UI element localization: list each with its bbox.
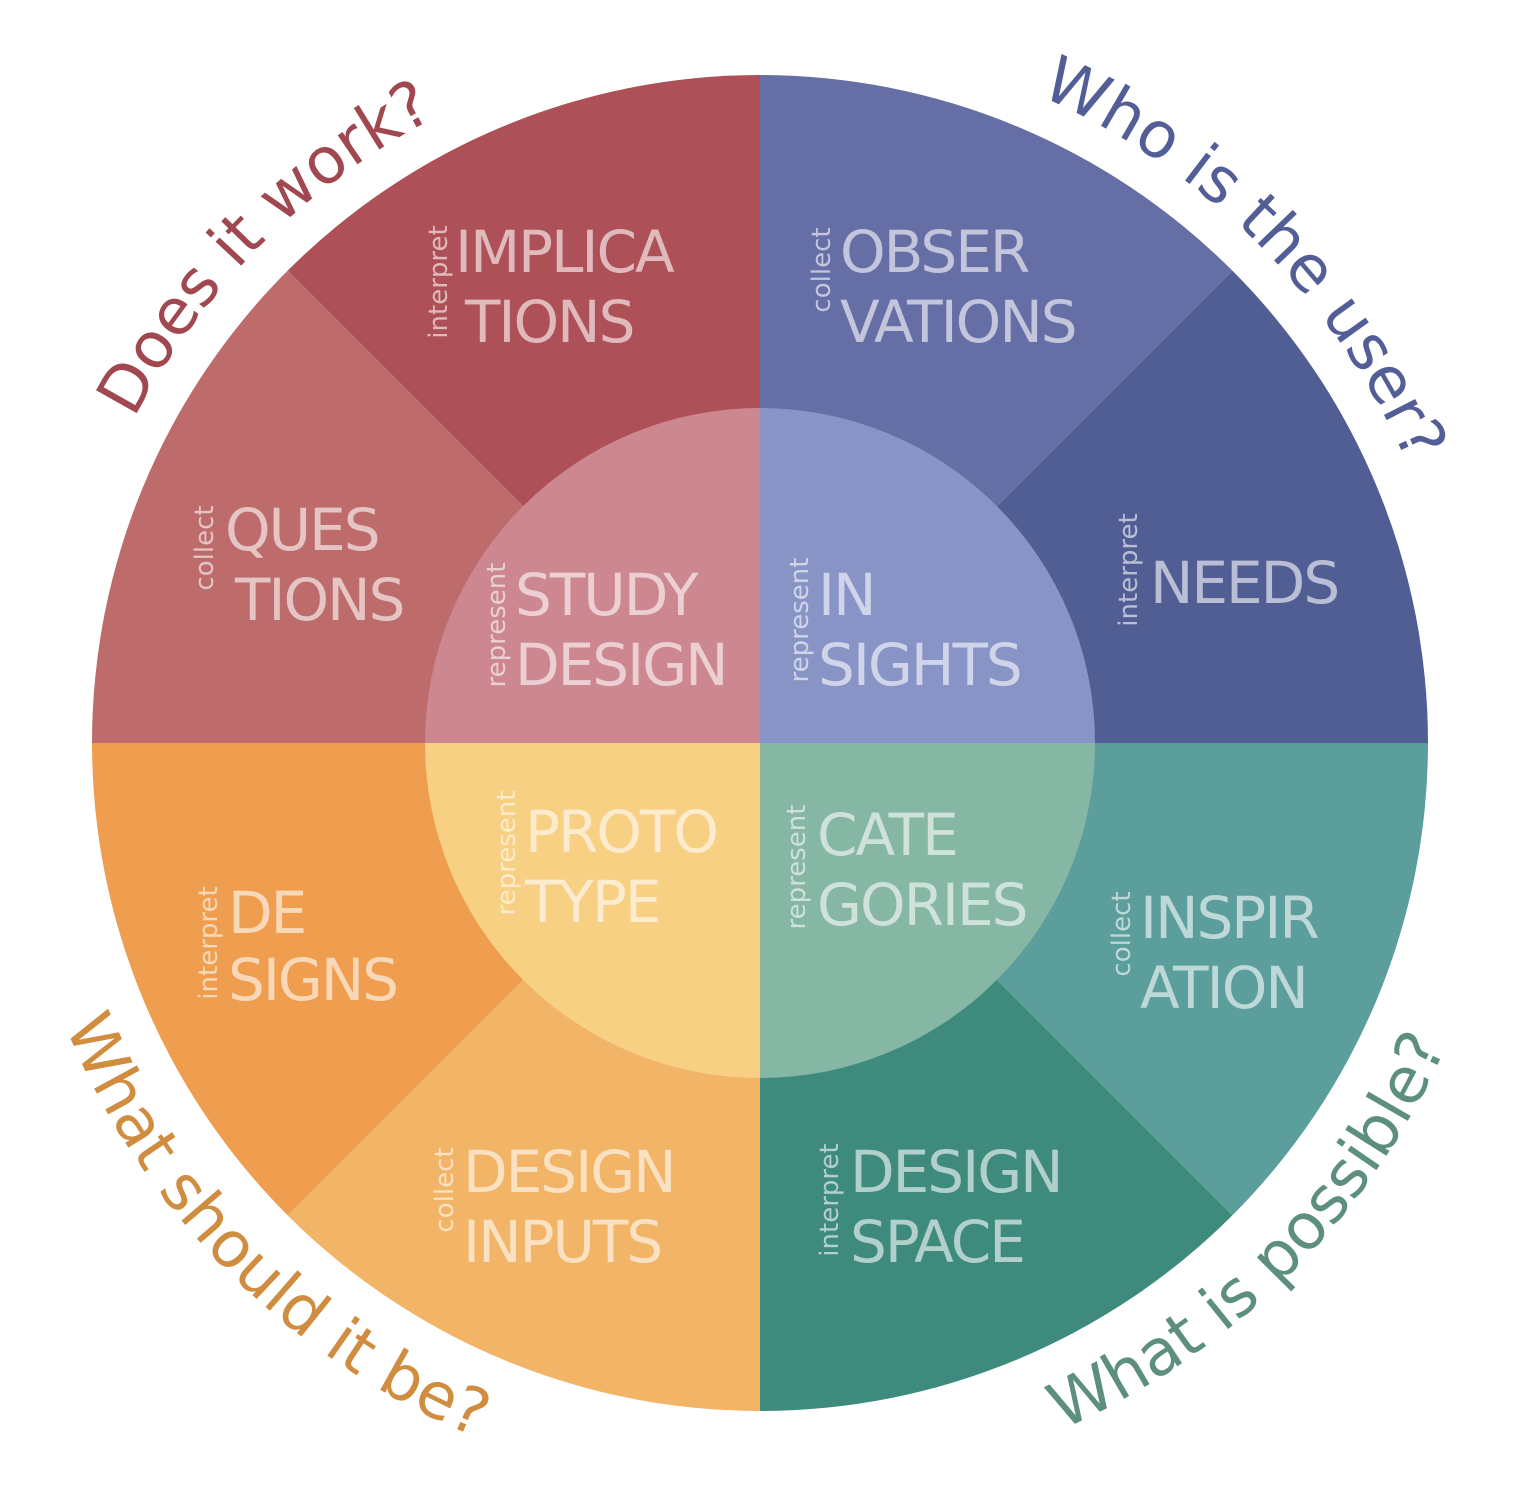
segment-label-inspiration: collect INSPIR ATION bbox=[1107, 884, 1320, 1022]
verb-label: interpret bbox=[815, 1143, 845, 1256]
label-line1: CATE bbox=[817, 801, 957, 869]
label-line2: GORIES bbox=[817, 871, 1026, 939]
label-line2: SIGNS bbox=[228, 946, 397, 1014]
verb-label: represent bbox=[785, 558, 815, 683]
segment-label-needs: interpret NEEDS bbox=[1114, 513, 1340, 626]
verb-label: interpret bbox=[1114, 513, 1144, 626]
label-line1: DE bbox=[228, 879, 305, 947]
label-line1: NEEDS bbox=[1150, 549, 1338, 617]
label-line1: INSPIR bbox=[1140, 884, 1318, 952]
verb-label: interpret bbox=[194, 886, 224, 999]
segment-label-design-space: interpret DESIGN SPACE bbox=[815, 1138, 1064, 1276]
segment-label-observations: collect OBSER VATIONS bbox=[807, 218, 1078, 356]
segment-label-designs: interpret DE SIGNS bbox=[194, 879, 399, 1014]
sector-categories bbox=[760, 743, 1095, 1078]
verb-label: collect bbox=[430, 1147, 460, 1232]
segment-label-insights: represent IN SIGHTS bbox=[785, 558, 1023, 699]
verb-label: represent bbox=[492, 791, 522, 916]
label-line2: ATION bbox=[1140, 954, 1307, 1022]
label-line1: DESIGN bbox=[850, 1138, 1062, 1206]
label-line2: INPUTS bbox=[463, 1208, 661, 1276]
label-line1: STUDY bbox=[515, 561, 699, 629]
label-line1: IN bbox=[818, 561, 875, 629]
label-line2: VATIONS bbox=[840, 288, 1076, 356]
label-line1: OBSER bbox=[840, 218, 1029, 286]
label-line2: SIGHTS bbox=[818, 631, 1021, 699]
label-line1: DESIGN bbox=[463, 1138, 675, 1206]
label-line1: QUES bbox=[225, 496, 379, 564]
verb-label: represent bbox=[782, 805, 812, 930]
inner-circle bbox=[425, 408, 1095, 1078]
verb-label: collect bbox=[1107, 891, 1137, 976]
label-line1: IMPLICA bbox=[455, 218, 675, 286]
verb-label: collect bbox=[190, 505, 220, 590]
verb-label: interpret bbox=[424, 225, 454, 338]
label-line2: TIONS bbox=[464, 288, 633, 356]
label-line2: TYPE bbox=[524, 868, 659, 936]
label-line2: TIONS bbox=[234, 566, 403, 634]
sector-prototype bbox=[425, 743, 760, 1078]
segment-label-design-inputs: collect DESIGN INPUTS bbox=[430, 1138, 677, 1276]
segment-label-prototype: represent PROTO TYPE bbox=[492, 791, 719, 936]
segment-label-categories: represent CATE GORIES bbox=[782, 801, 1028, 939]
verb-label: represent bbox=[482, 563, 512, 688]
sector-insights bbox=[760, 408, 1095, 743]
label-line2: DESIGN bbox=[515, 631, 727, 699]
segment-label-study-design: represent STUDY DESIGN bbox=[482, 561, 729, 699]
sector-study-design bbox=[425, 408, 760, 743]
label-line2: SPACE bbox=[850, 1208, 1024, 1276]
segment-label-implications: interpret IMPLICA TIONS bbox=[424, 218, 677, 356]
segment-label-questions: collect QUES TIONS bbox=[190, 496, 405, 634]
verb-label: collect bbox=[807, 227, 837, 312]
label-line1: PROTO bbox=[525, 798, 717, 866]
